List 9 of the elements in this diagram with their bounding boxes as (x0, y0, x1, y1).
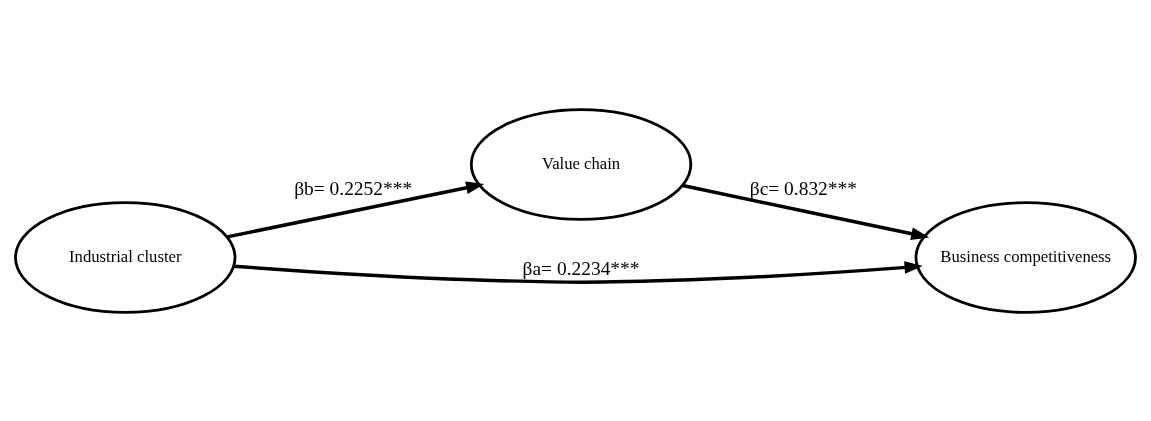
arrow (682, 183, 930, 240)
node-ellipse: Industrial cluster (14, 200, 237, 314)
arrow (233, 260, 923, 284)
edge-label: βb= 0.2252*** (294, 177, 413, 199)
node-ellipse: Value chain (469, 107, 693, 221)
edge-label: βc= 0.832*** (749, 177, 858, 199)
arrow (226, 181, 485, 239)
node-ellipse: Business competitiveness (914, 200, 1137, 314)
edge-label: βa= 0.2234*** (522, 257, 640, 279)
